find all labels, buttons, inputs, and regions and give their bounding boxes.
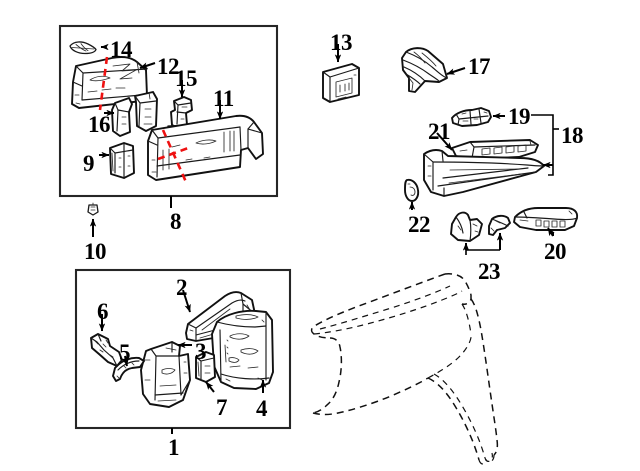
part-7-square-mount-bracket <box>195 351 216 383</box>
callout-20: 20 <box>544 239 567 264</box>
callout-18: 18 <box>561 123 584 148</box>
leader-21 <box>436 132 453 151</box>
part-9-closing-plate-bracket <box>109 142 135 179</box>
callout-14: 14 <box>110 37 133 62</box>
part-3-apron-upper-panel <box>140 341 191 408</box>
callout-19: 19 <box>508 104 531 129</box>
part-13-flat-rectangular-plate <box>322 63 360 103</box>
part-14-small-tab-clip <box>69 41 97 55</box>
part-18-apron-front-panel-assembly <box>423 149 545 197</box>
cut-line-markers <box>98 56 192 183</box>
cut-line-11 <box>161 129 188 183</box>
callout-4: 4 <box>256 396 268 421</box>
part-17-layered-corner-bracket <box>401 47 448 93</box>
callout-13: 13 <box>330 30 353 55</box>
cut-line-12 <box>98 56 109 111</box>
callout-1: 1 <box>168 435 180 460</box>
callout-6: 6 <box>97 299 109 324</box>
callout-10: 10 <box>84 239 107 264</box>
part-16-inner-reinforcement-gusset <box>111 91 158 137</box>
callout-9: 9 <box>83 151 95 176</box>
callout-23: 23 <box>478 259 501 284</box>
leader-23-bracket <box>465 249 500 255</box>
callout-5: 5 <box>119 340 131 365</box>
part-22-small-teardrop-clip <box>404 178 420 202</box>
callout-2: 2 <box>176 275 188 300</box>
part-19-small-stepped-bracket <box>451 107 492 127</box>
callout-16: 16 <box>88 112 111 137</box>
leader-5 <box>122 355 129 367</box>
callout-17: 17 <box>468 54 491 79</box>
callout-8: 8 <box>170 209 182 234</box>
lower-assembly-box <box>74 268 292 430</box>
leader-7 <box>205 381 215 393</box>
part-21-perforated-top-plate <box>451 139 539 160</box>
upper-assembly-box <box>58 24 279 198</box>
callout-3: 3 <box>195 339 207 364</box>
callout-22: 22 <box>408 212 431 237</box>
callout-7: 7 <box>216 395 228 420</box>
cut-line-11b <box>157 145 192 161</box>
part-10-small-nut-retainer <box>87 202 99 216</box>
callout-12: 12 <box>157 54 180 79</box>
part-6-angled-reinforcement-clip <box>90 333 123 367</box>
part-11-front-side-member-rail <box>147 114 264 181</box>
callout-21: 21 <box>428 119 451 144</box>
leader-2 <box>182 289 191 313</box>
leader-20 <box>547 227 555 237</box>
part-23-dual-mount-clip-pair <box>450 211 511 242</box>
part-20-slotted-rail-bracket <box>513 207 579 231</box>
leader-lines <box>89 43 559 434</box>
leader-17 <box>446 67 466 75</box>
callout-15: 15 <box>175 66 198 91</box>
part-4-wheelhouse-inner-panel <box>211 309 274 390</box>
leader-18-bracket <box>531 114 554 176</box>
front-fender-outline-ghost <box>310 273 499 465</box>
callout-11: 11 <box>213 86 234 111</box>
leader-12 <box>139 62 156 69</box>
